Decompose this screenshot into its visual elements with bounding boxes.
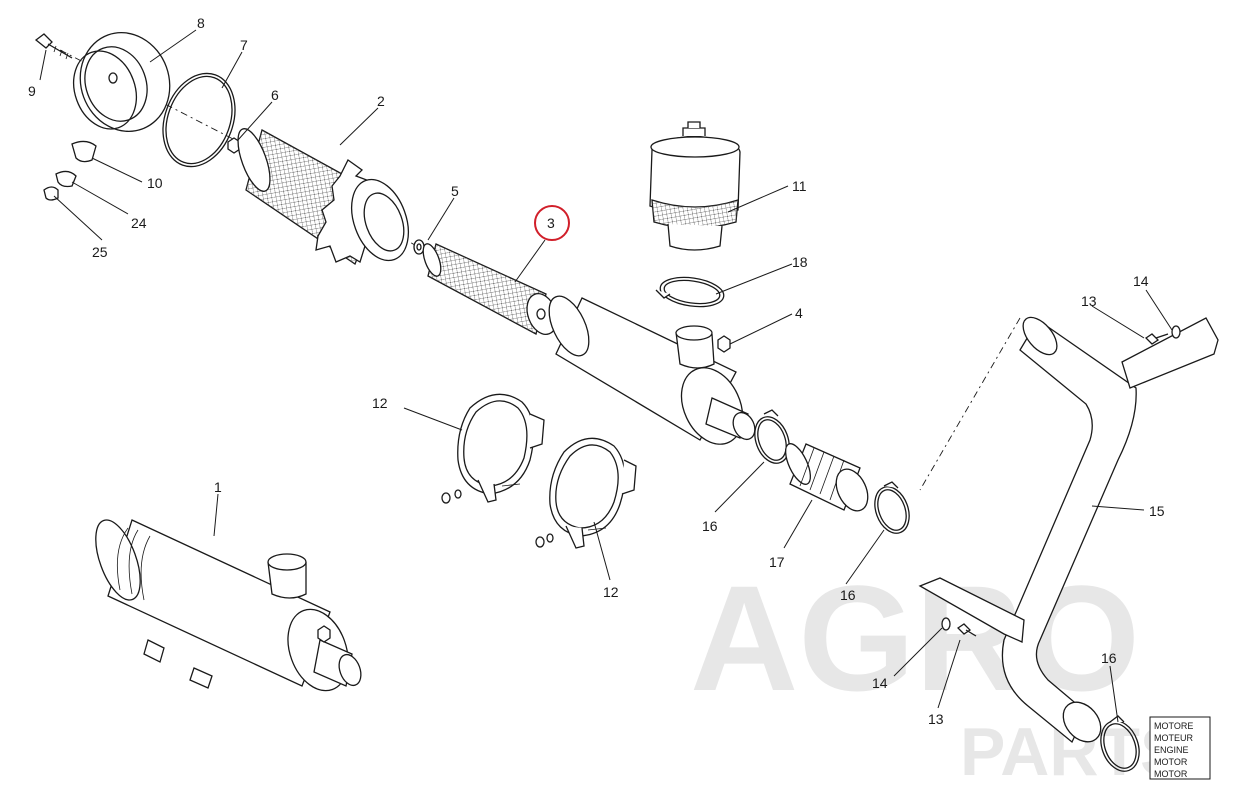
highlight-ring — [534, 205, 570, 241]
watermark-line1: AGRO — [690, 554, 1140, 722]
label-part-2: 2 — [377, 93, 385, 109]
part-14-washer-upper — [1171, 325, 1181, 339]
engine-box: MOTORE MOTEUR ENGINE MOTOR MOTOR — [1149, 716, 1211, 780]
label-part-16-c: 16 — [1101, 650, 1117, 666]
label-part-16-b: 16 — [840, 587, 856, 603]
part-2-main-filter — [237, 128, 409, 265]
part-24-cap — [55, 170, 77, 188]
part-7-o-ring — [162, 72, 236, 168]
part-5-washer — [413, 239, 425, 255]
label-part-7: 7 — [240, 37, 248, 53]
leader-lines — [39, 29, 1173, 723]
part-15-intake-pipe — [918, 316, 1219, 744]
label-part-17: 17 — [769, 554, 785, 570]
label-part-24: 24 — [131, 215, 147, 231]
label-part-11: 11 — [792, 178, 807, 194]
engine-box-line-3: ENGINE — [1154, 745, 1189, 755]
label-part-16-a: 16 — [702, 518, 718, 534]
label-part-13-lower: 13 — [928, 711, 944, 727]
part-12-bracket-lower — [535, 437, 637, 549]
part-11-precleaner — [649, 121, 741, 251]
part-13-bolt-lower — [956, 623, 977, 637]
part-16-clamp-3 — [1100, 715, 1140, 772]
part-14-washer-lower — [941, 617, 951, 631]
engine-box-line-5: MOTOR — [1154, 769, 1188, 779]
label-part-10: 10 — [147, 175, 163, 191]
label-part-9: 9 — [28, 83, 36, 99]
part-16-clamp-1 — [754, 409, 790, 464]
label-part-15: 15 — [1149, 503, 1165, 519]
label-part-14-upper: 14 — [1133, 273, 1149, 289]
label-part-12-lower: 12 — [603, 584, 619, 600]
engine-box-line-2: MOTEUR — [1154, 733, 1193, 743]
label-part-14-lower: 14 — [872, 675, 888, 691]
part-17-bellows-hose — [784, 443, 869, 512]
label-part-5: 5 — [451, 183, 459, 199]
part-13-bolt-upper — [1144, 333, 1169, 345]
part-labels: 1 2 3 4 5 6 7 8 9 10 11 12 12 13 13 14 1… — [28, 15, 1165, 727]
label-part-6: 6 — [271, 87, 279, 103]
part-8-end-cap — [73, 32, 171, 132]
engine-box-line-1: MOTORE — [1154, 721, 1193, 731]
label-part-25: 25 — [92, 244, 108, 260]
part-12-bracket-upper — [441, 393, 545, 504]
part-4-nut — [717, 335, 731, 353]
part-16-clamp-2 — [874, 481, 910, 534]
label-part-1: 1 — [214, 479, 222, 495]
part-3-safety-filter — [422, 243, 558, 335]
engine-box-line-4: MOTOR — [1154, 757, 1188, 767]
housing-body — [548, 295, 756, 445]
label-part-3: 3 — [547, 215, 555, 231]
part-9-wing-screw — [34, 33, 73, 60]
label-part-8: 8 — [197, 15, 205, 31]
label-part-13-upper: 13 — [1081, 293, 1097, 309]
part-1-assembled-filter — [95, 519, 362, 692]
label-part-4: 4 — [795, 305, 803, 321]
part-18-clamp — [655, 276, 725, 308]
label-part-18: 18 — [792, 254, 808, 270]
label-part-12-upper: 12 — [372, 395, 388, 411]
part-10-cap — [71, 140, 97, 163]
